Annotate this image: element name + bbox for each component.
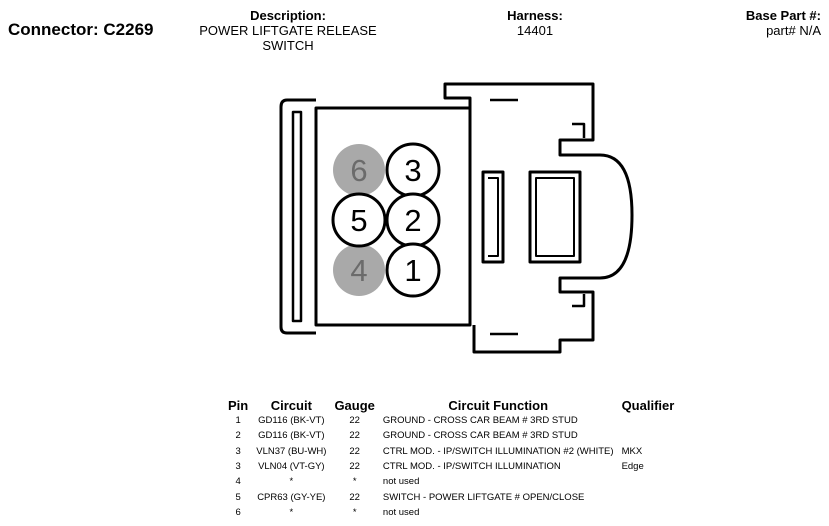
- cell-pin: 4: [235, 476, 241, 488]
- table-row: 2 GD116 (BK-VT) 22 GROUND - CROSS CAR BE…: [224, 428, 678, 443]
- cell-gauge: *: [352, 476, 357, 488]
- cell-qualifier: MKX: [621, 445, 643, 457]
- cavity-1: [385, 242, 441, 298]
- cell-qualifier: Edge: [621, 461, 644, 473]
- cavity-label-1: 1: [404, 253, 421, 288]
- left-latch-inner: [291, 110, 303, 323]
- cell-function: GROUND - CROSS CAR BEAM # 3RD STUD: [382, 430, 578, 442]
- cell-gauge: 22: [349, 415, 360, 427]
- cell-pin: 6: [235, 506, 241, 518]
- description-block: Description: POWER LIFTGATE RELEASE SWIT…: [186, 8, 390, 53]
- cavity-6: [333, 144, 385, 196]
- header-pin: Pin: [228, 397, 249, 413]
- pin-table-header: Pin Circuit Gauge Circuit Function Quali…: [224, 397, 678, 413]
- cell-function: not used: [382, 506, 420, 518]
- cell-function: CTRL MOD. - IP/SWITCH ILLUMINATION #2 (W…: [382, 445, 614, 457]
- connector-title: Connector: C2269: [8, 20, 154, 40]
- cell-function: CTRL MOD. - IP/SWITCH ILLUMINATION: [382, 461, 561, 473]
- connector-diagram: 6 4 3 5 2 1: [279, 82, 634, 354]
- cell-qualifier: [618, 489, 679, 504]
- cell-qualifier: [618, 505, 679, 520]
- cavity-label-5: 5: [350, 203, 367, 238]
- cell-circuit: *: [289, 476, 294, 488]
- cell-circuit: CPR63 (GY-YE): [257, 491, 326, 503]
- center-window: [481, 170, 505, 264]
- description-label: Description:: [250, 8, 326, 23]
- cavity-label-2: 2: [404, 203, 421, 238]
- cell-gauge: 22: [349, 461, 360, 473]
- connector-id: C2269: [103, 20, 154, 39]
- cell-pin: 5: [235, 491, 241, 503]
- harness-block: Harness: 14401: [490, 8, 580, 38]
- description-line-2: SWITCH: [262, 38, 314, 53]
- table-row: 3 VLN37 (BU-WH) 22 CTRL MOD. - IP/SWITCH…: [224, 444, 678, 459]
- cell-gauge: 22: [349, 445, 360, 457]
- header-qualifier: Qualifier: [621, 397, 675, 413]
- right-body: [443, 82, 634, 354]
- cell-qualifier: [618, 413, 679, 428]
- pin-table: Pin Circuit Gauge Circuit Function Quali…: [224, 397, 678, 520]
- main-housing: [314, 106, 472, 327]
- table-row: 1 GD116 (BK-VT) 22 GROUND - CROSS CAR BE…: [224, 413, 678, 428]
- right-window: [528, 170, 582, 264]
- cell-pin: 1: [235, 415, 241, 427]
- cell-pin: 3: [235, 445, 241, 457]
- cell-circuit: VLN04 (VT-GY): [258, 461, 325, 473]
- cell-qualifier: [618, 474, 679, 489]
- cell-circuit: VLN37 (BU-WH): [256, 445, 327, 457]
- cell-qualifier: [618, 428, 679, 443]
- header-circuit-function: Circuit Function: [448, 397, 549, 413]
- cell-function: SWITCH - POWER LIFTGATE # OPEN/CLOSE: [382, 491, 585, 503]
- base-part-label: Base Part #:: [745, 8, 821, 23]
- cell-gauge: *: [352, 506, 357, 518]
- cell-circuit: GD116 (BK-VT): [258, 415, 325, 427]
- connector-label: Connector:: [8, 20, 99, 39]
- cavity-4: [333, 244, 385, 296]
- cell-circuit: GD116 (BK-VT): [258, 430, 325, 442]
- cell-function: GROUND - CROSS CAR BEAM # 3RD STUD: [382, 415, 578, 427]
- table-row: 5 CPR63 (GY-YE) 22 SWITCH - POWER LIFTGA…: [224, 489, 678, 504]
- table-row: 3 VLN04 (VT-GY) 22 CTRL MOD. - IP/SWITCH…: [224, 459, 678, 474]
- header-gauge: Gauge: [334, 397, 375, 413]
- right-window-inner: [535, 177, 575, 257]
- cell-gauge: 22: [349, 491, 360, 503]
- left-latch: [279, 98, 316, 335]
- bottom-right-notch: [572, 294, 586, 308]
- base-part-block: Base Part #: part# N/A: [731, 8, 821, 38]
- harness-label: Harness:: [507, 8, 563, 23]
- cell-pin: 3: [235, 461, 241, 473]
- cell-circuit: *: [289, 506, 294, 518]
- cell-gauge: 22: [349, 430, 360, 442]
- cell-pin: 2: [235, 430, 241, 442]
- top-right-notch: [572, 122, 586, 138]
- table-row: 4 * * not used: [224, 474, 678, 489]
- table-row: 6 * * not used: [224, 505, 678, 520]
- cavity-5: [331, 192, 387, 248]
- cavity-label-6: 6: [350, 153, 367, 188]
- harness-value: 14401: [516, 23, 554, 38]
- cavity-label-4: 4: [350, 253, 367, 288]
- cavity-group: 6 4 3 5 2 1: [331, 142, 441, 298]
- cavity-label-3: 3: [404, 153, 421, 188]
- description-line-1: POWER LIFTGATE RELEASE: [199, 23, 377, 38]
- cell-function: not used: [382, 476, 420, 488]
- center-window-inner: [488, 177, 499, 257]
- header-circuit: Circuit: [270, 397, 312, 413]
- base-part-value: part# N/A: [766, 23, 821, 38]
